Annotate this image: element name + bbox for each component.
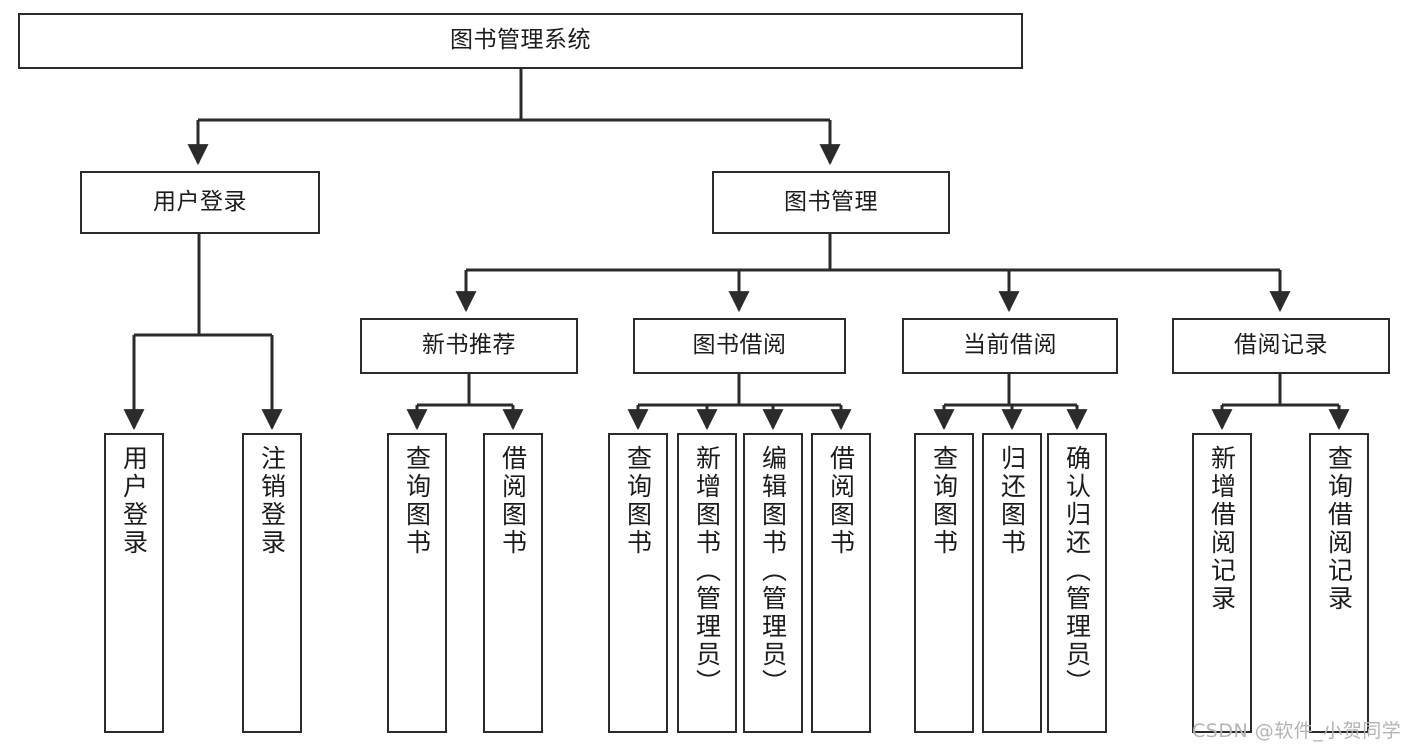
node-leaf-confirm-return-label: 确认归还（管理员）: [1062, 445, 1092, 697]
node-borrow-record-label: 借阅记录: [1234, 332, 1328, 359]
node-leaf-query-book-1-label: 查询图书: [402, 445, 432, 557]
node-user-login[interactable]: 用户登录: [80, 171, 320, 234]
node-book-manage[interactable]: 图书管理: [712, 171, 950, 234]
node-new-book-rec[interactable]: 新书推荐: [360, 318, 578, 374]
node-leaf-return-book-label: 归还图书: [997, 445, 1027, 557]
node-leaf-query-book-2[interactable]: 查询图书: [608, 433, 668, 733]
node-book-borrow[interactable]: 图书借阅: [633, 318, 846, 374]
node-leaf-edit-book[interactable]: 编辑图书（管理员）: [743, 433, 803, 733]
node-current-borrow[interactable]: 当前借阅: [902, 318, 1118, 374]
node-leaf-edit-book-label: 编辑图书（管理员）: [758, 445, 788, 697]
node-leaf-logout-label: 注销登录: [257, 445, 287, 557]
node-leaf-query-book-3-label: 查询图书: [929, 445, 959, 557]
node-leaf-query-book-2-label: 查询图书: [623, 445, 653, 557]
node-book-manage-label: 图书管理: [784, 188, 878, 215]
node-borrow-record[interactable]: 借阅记录: [1172, 318, 1390, 374]
node-leaf-add-record-label: 新增借阅记录: [1207, 445, 1237, 613]
node-leaf-user-login[interactable]: 用户登录: [104, 433, 164, 733]
node-leaf-borrow-book-2-label: 借阅图书: [826, 445, 856, 557]
node-leaf-add-book[interactable]: 新增图书（管理员）: [677, 433, 737, 733]
node-leaf-query-record[interactable]: 查询借阅记录: [1309, 433, 1369, 733]
node-leaf-confirm-return[interactable]: 确认归还（管理员）: [1047, 433, 1107, 733]
csdn-watermark: CSDN @软件_小贺同学: [1192, 716, 1401, 743]
node-leaf-add-record[interactable]: 新增借阅记录: [1192, 433, 1252, 733]
node-book-borrow-label: 图书借阅: [692, 332, 787, 359]
node-leaf-borrow-book-2[interactable]: 借阅图书: [811, 433, 871, 733]
node-leaf-query-record-label: 查询借阅记录: [1324, 445, 1354, 613]
node-leaf-logout[interactable]: 注销登录: [242, 433, 302, 733]
node-leaf-user-login-label: 用户登录: [119, 445, 149, 557]
node-leaf-borrow-book-1[interactable]: 借阅图书: [483, 433, 543, 733]
node-leaf-add-book-label: 新增图书（管理员）: [692, 445, 722, 697]
node-root-label: 图书管理系统: [450, 27, 591, 54]
node-new-book-rec-label: 新书推荐: [422, 332, 516, 359]
node-leaf-query-book-3[interactable]: 查询图书: [914, 433, 974, 733]
node-root[interactable]: 图书管理系统: [18, 13, 1023, 69]
node-leaf-return-book[interactable]: 归还图书: [982, 433, 1042, 733]
node-current-borrow-label: 当前借阅: [963, 332, 1057, 359]
node-user-login-label: 用户登录: [153, 188, 247, 215]
csdn-watermark-text: CSDN @软件_小贺同学: [1192, 720, 1402, 742]
node-leaf-query-book-1[interactable]: 查询图书: [387, 433, 447, 733]
node-leaf-borrow-book-1-label: 借阅图书: [498, 445, 528, 557]
